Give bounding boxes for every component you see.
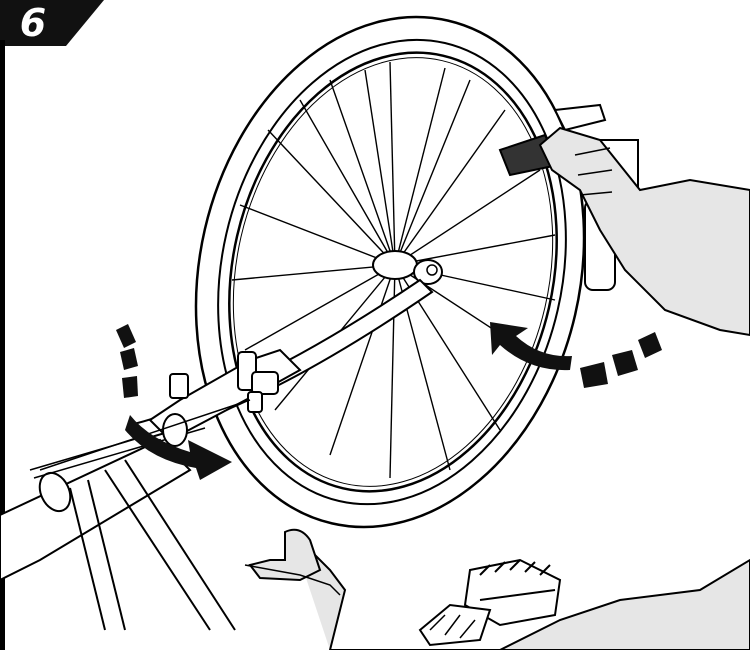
step-badge: [0, 0, 104, 46]
left-hand-icon: [244, 528, 750, 650]
rotate-arrow-icon: [490, 322, 662, 388]
step-number: 6: [19, 1, 47, 45]
rotate-arrow-icon: [116, 324, 232, 480]
right-hand-icon: [498, 103, 750, 337]
bicycle-wheel-icon: [194, 15, 586, 529]
frame-border-left: [0, 40, 5, 650]
pedal-icon: [418, 558, 562, 647]
